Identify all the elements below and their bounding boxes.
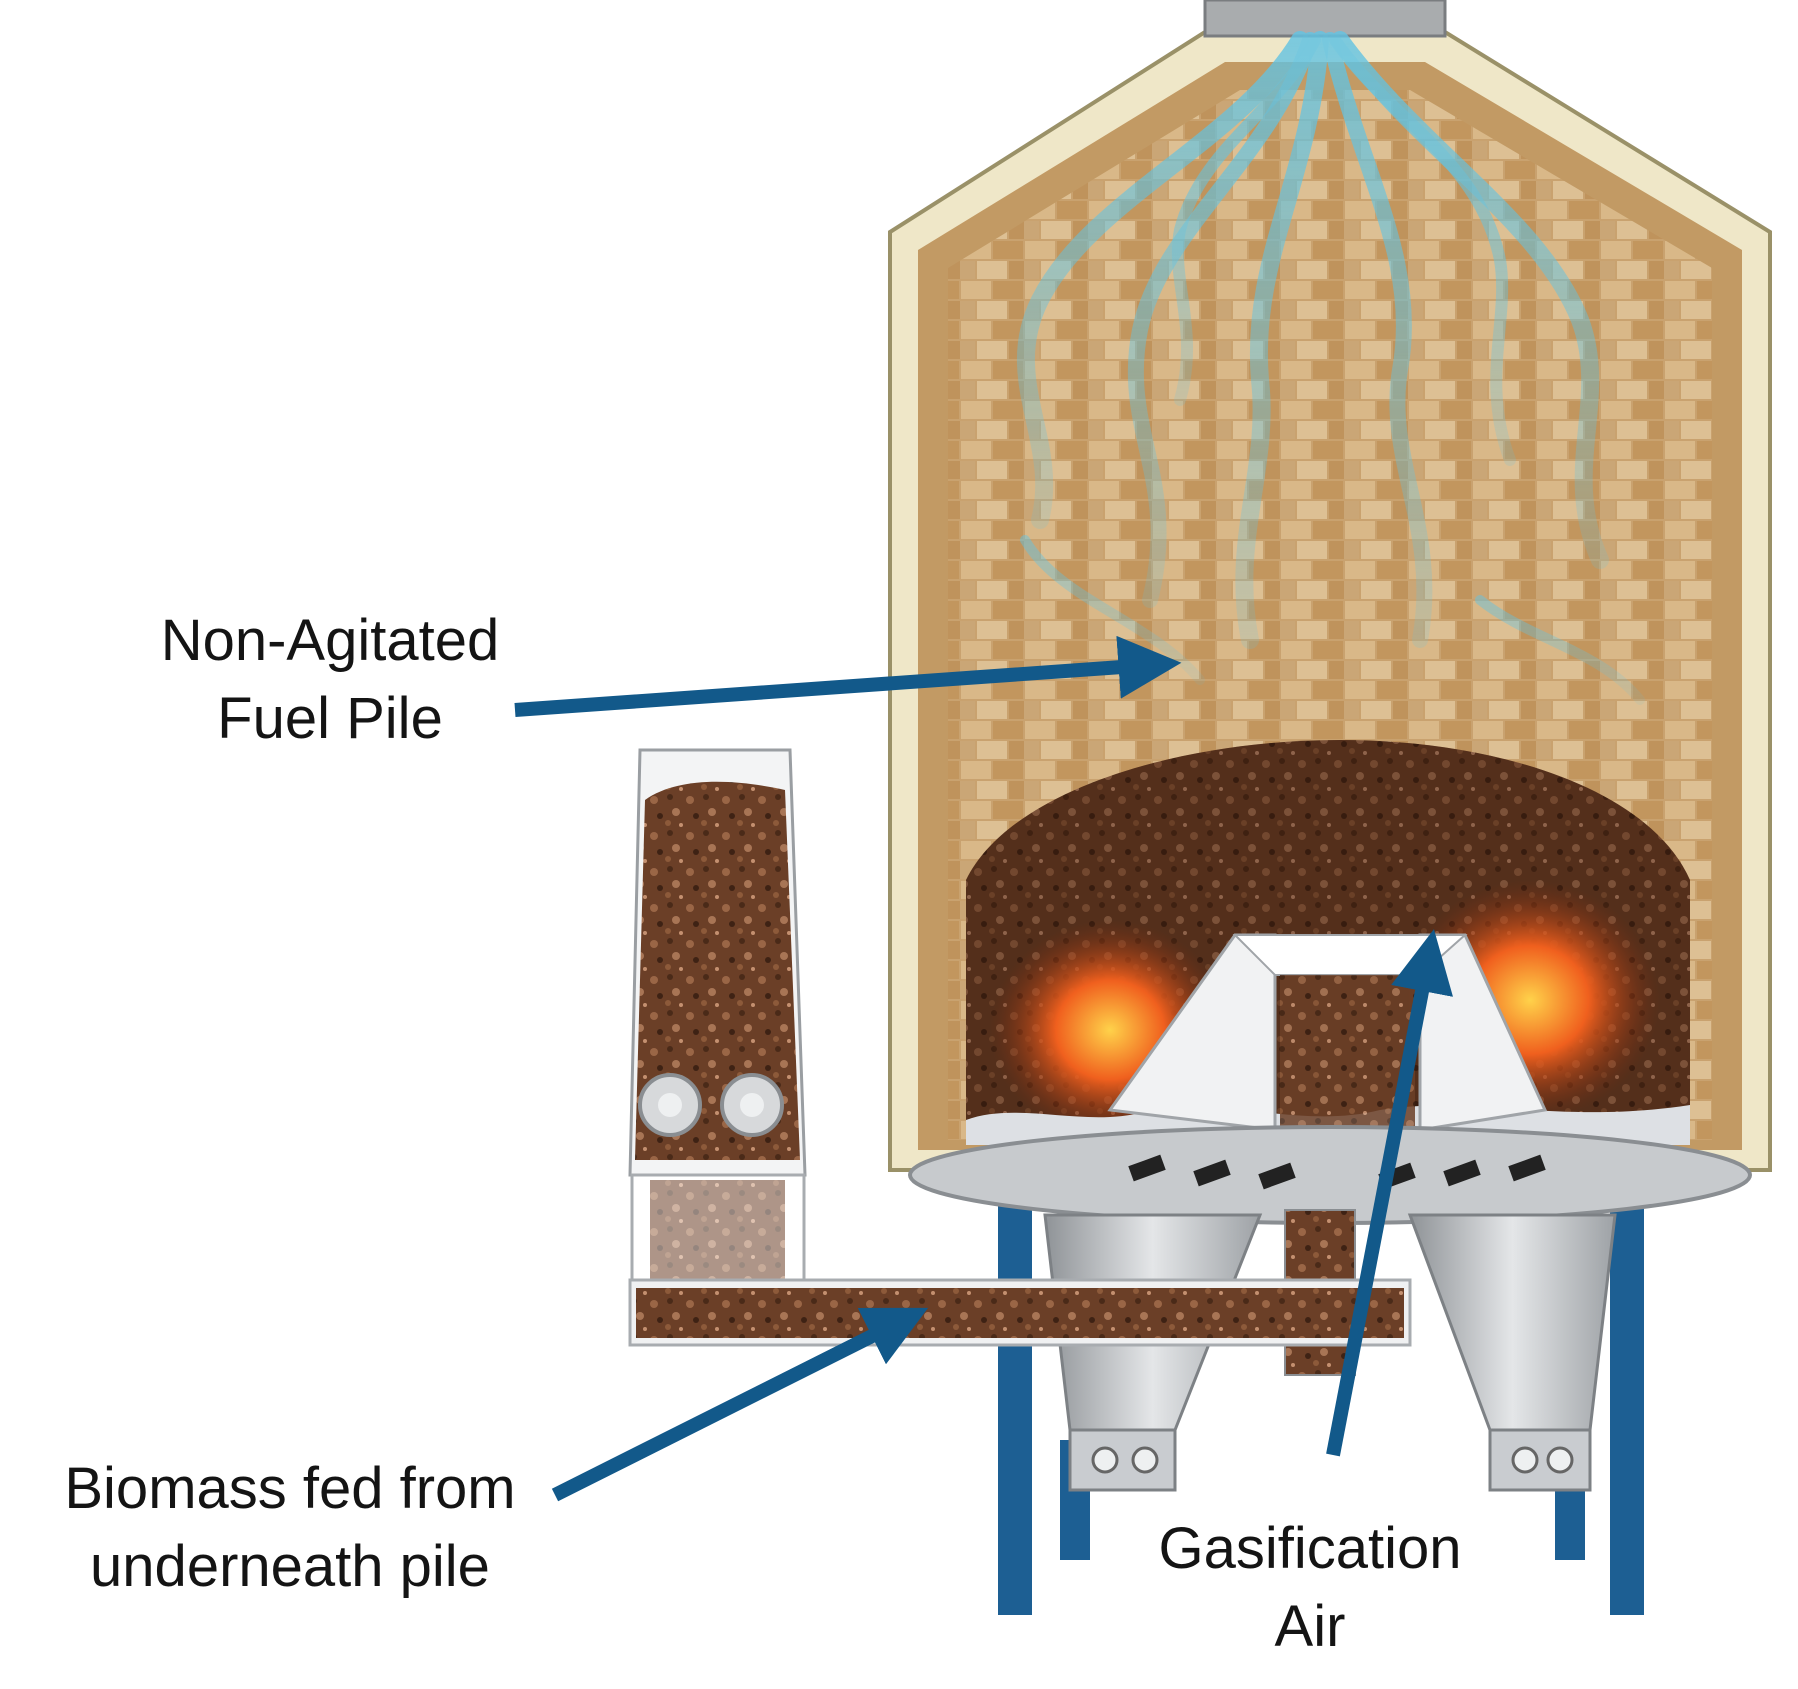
label-gasification-air: Gasification Air <box>1110 1510 1510 1680</box>
biomass-feed-arrow <box>551 1307 929 1502</box>
ash-hoppers <box>1043 1213 1617 1492</box>
label-biomass-fed: Biomass fed from underneath pile <box>10 1450 570 1606</box>
gasification-air-arrow <box>1326 929 1453 1457</box>
label-fuel-line-2: Fuel Pile <box>217 686 443 751</box>
label-biomass-line-1: Biomass fed from <box>64 1456 516 1521</box>
label-air-line-2: Air <box>1274 1594 1346 1659</box>
feed-hopper <box>628 748 807 1287</box>
label-non-agitated-fuel-pile: Non-Agitated Fuel Pile <box>120 602 540 758</box>
label-biomass-line-2: underneath pile <box>90 1534 490 1599</box>
label-air-line-1: Gasification <box>1158 1516 1462 1581</box>
feed-auger <box>628 1278 1412 1347</box>
label-fuel-line-1: Non-Agitated <box>160 608 500 673</box>
grate-ring <box>908 1125 1752 1225</box>
gas-plume <box>1017 31 1645 705</box>
exhaust-flue <box>1203 0 1447 38</box>
fuel-pile-arrow <box>514 635 1182 717</box>
